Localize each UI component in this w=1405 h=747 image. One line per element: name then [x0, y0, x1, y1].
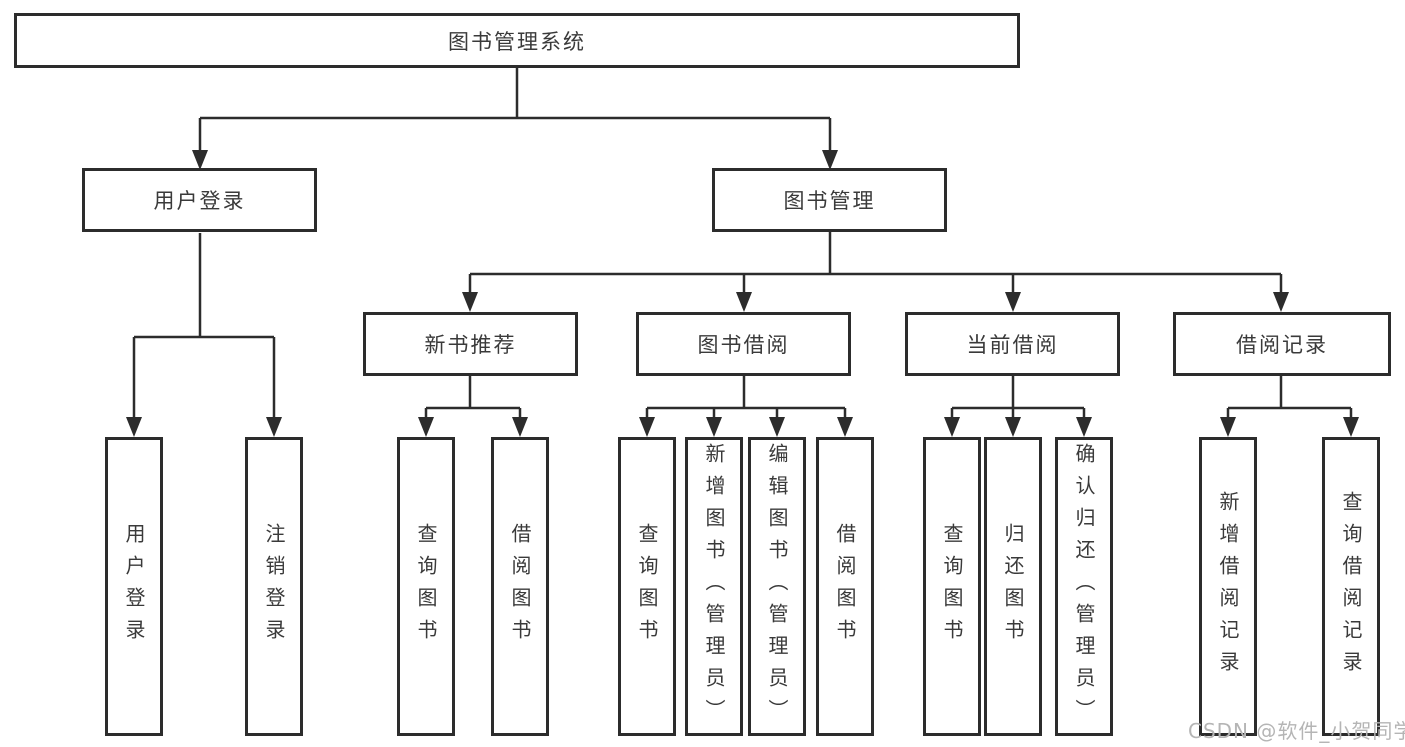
leaf-current-query-books: 查询图书: [923, 437, 981, 736]
node-book-management: 图书管理: [712, 168, 947, 232]
leaf-user-login: 用户登录: [105, 437, 163, 736]
node-new-book-recommendation: 新书推荐: [363, 312, 578, 376]
leaf-records-query-borrow-record: 查询借阅记录: [1322, 437, 1380, 736]
leaf-borrowing-edit-book-admin: 编辑图书（管理员）: [748, 437, 806, 736]
node-user-login: 用户登录: [82, 168, 317, 232]
node-current-borrowing: 当前借阅: [905, 312, 1120, 376]
watermark: CSDN @软件_小贺同学: [1188, 719, 1405, 743]
leaf-logout: 注销登录: [245, 437, 303, 736]
leaf-recommend-query-books: 查询图书: [397, 437, 455, 736]
leaf-records-add-borrow-record: 新增借阅记录: [1199, 437, 1257, 736]
node-borrowing-records: 借阅记录: [1173, 312, 1391, 376]
leaf-borrowing-query-books: 查询图书: [618, 437, 676, 736]
node-book-borrowing: 图书借阅: [636, 312, 851, 376]
leaf-recommend-borrow-books: 借阅图书: [491, 437, 549, 736]
leaf-current-return-books: 归还图书: [984, 437, 1042, 736]
leaf-borrowing-borrow-books: 借阅图书: [816, 437, 874, 736]
leaf-borrowing-add-book-admin: 新增图书（管理员）: [685, 437, 743, 736]
leaf-current-confirm-return-admin: 确认归还（管理员）: [1055, 437, 1113, 736]
node-library-management-system: 图书管理系统: [14, 13, 1020, 68]
